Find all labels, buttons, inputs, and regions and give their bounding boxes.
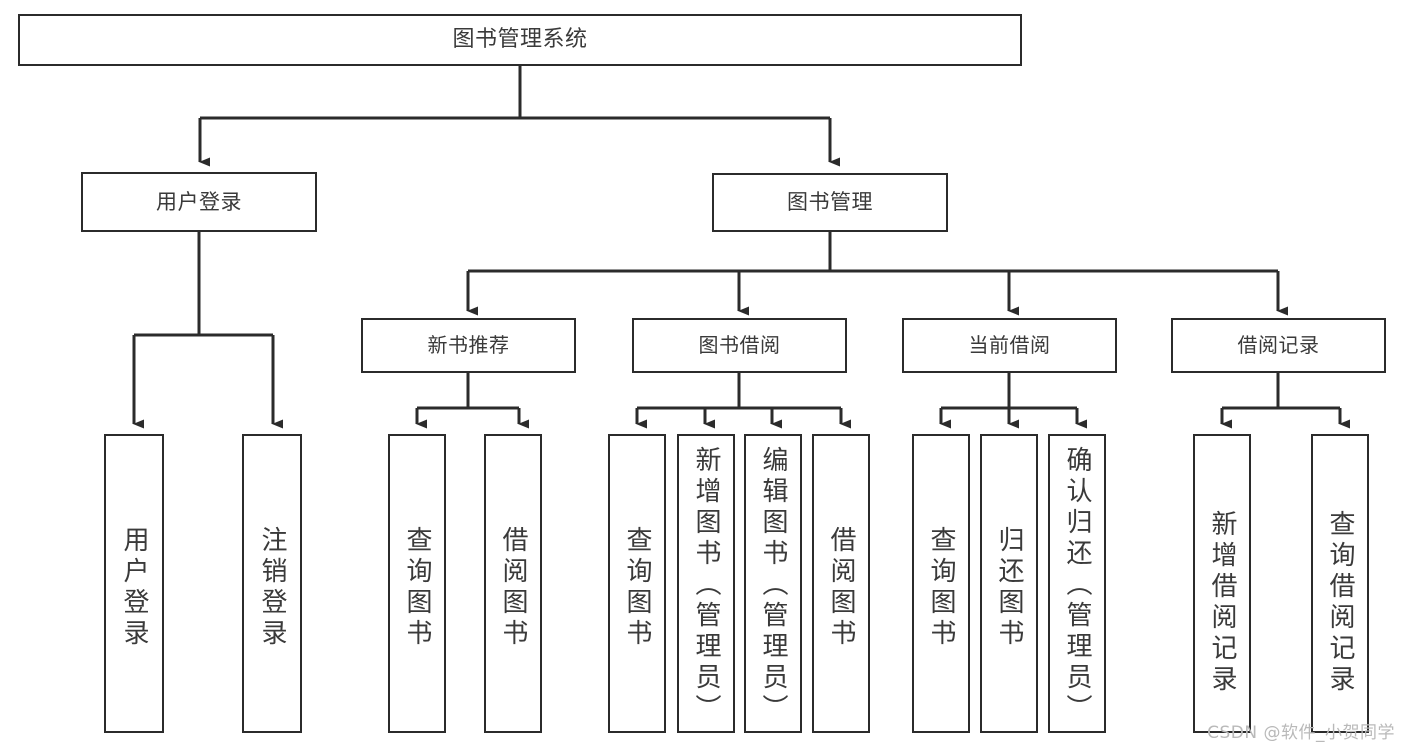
- node-label: 借阅图书: [826, 526, 856, 650]
- node-label: 用户登录: [119, 526, 149, 650]
- leaf-borrow-book-recommend[interactable]: 借阅图书: [484, 434, 542, 733]
- leaf-query-book-current[interactable]: 查询图书: [912, 434, 970, 733]
- node-label: 确认归还（管理员）: [1062, 446, 1092, 725]
- leaf-query-book-recommend[interactable]: 查询图书: [388, 434, 446, 733]
- node-root-book-management-system[interactable]: 图书管理系统: [18, 14, 1022, 66]
- node-label: 查询图书: [926, 526, 956, 650]
- leaf-query-borrow-record[interactable]: 查询借阅记录: [1311, 434, 1369, 733]
- leaf-user-login[interactable]: 用户登录: [104, 434, 164, 733]
- node-label: 查询图书: [402, 526, 432, 650]
- node-label: 新增图书（管理员）: [691, 446, 721, 725]
- node-label: 新书推荐: [427, 332, 510, 357]
- node-user-login[interactable]: 用户登录: [81, 172, 317, 232]
- node-label: 用户登录: [156, 189, 242, 214]
- node-book-borrow[interactable]: 图书借阅: [632, 318, 847, 373]
- leaf-add-book-admin[interactable]: 新增图书（管理员）: [677, 434, 735, 733]
- leaf-add-borrow-record[interactable]: 新增借阅记录: [1193, 434, 1251, 733]
- node-label: 查询借阅记录: [1325, 510, 1355, 696]
- node-book-management[interactable]: 图书管理: [712, 173, 948, 232]
- node-label: 图书借阅: [698, 332, 781, 357]
- leaf-query-book-borrow[interactable]: 查询图书: [608, 434, 666, 733]
- leaf-borrow-book[interactable]: 借阅图书: [812, 434, 870, 733]
- node-label: 查询图书: [622, 526, 652, 650]
- node-label: 编辑图书（管理员）: [758, 446, 788, 725]
- csdn-watermark: CSDN @软件_小贺同学: [1207, 723, 1395, 743]
- node-new-book-recommend[interactable]: 新书推荐: [361, 318, 576, 373]
- node-current-borrow[interactable]: 当前借阅: [902, 318, 1117, 373]
- node-label: 借阅记录: [1237, 332, 1320, 357]
- node-label: 图书管理系统: [452, 27, 588, 53]
- node-label: 图书管理: [787, 190, 873, 215]
- leaf-edit-book-admin[interactable]: 编辑图书（管理员）: [744, 434, 802, 733]
- leaf-confirm-return-admin[interactable]: 确认归还（管理员）: [1048, 434, 1106, 733]
- node-label: 归还图书: [994, 526, 1024, 650]
- leaf-return-book[interactable]: 归还图书: [980, 434, 1038, 733]
- node-label: 借阅图书: [498, 526, 528, 650]
- node-label: 当前借阅: [968, 332, 1051, 357]
- node-label: 新增借阅记录: [1207, 510, 1237, 696]
- node-borrow-record[interactable]: 借阅记录: [1171, 318, 1386, 373]
- node-label: 注销登录: [257, 526, 287, 650]
- leaf-logout[interactable]: 注销登录: [242, 434, 302, 733]
